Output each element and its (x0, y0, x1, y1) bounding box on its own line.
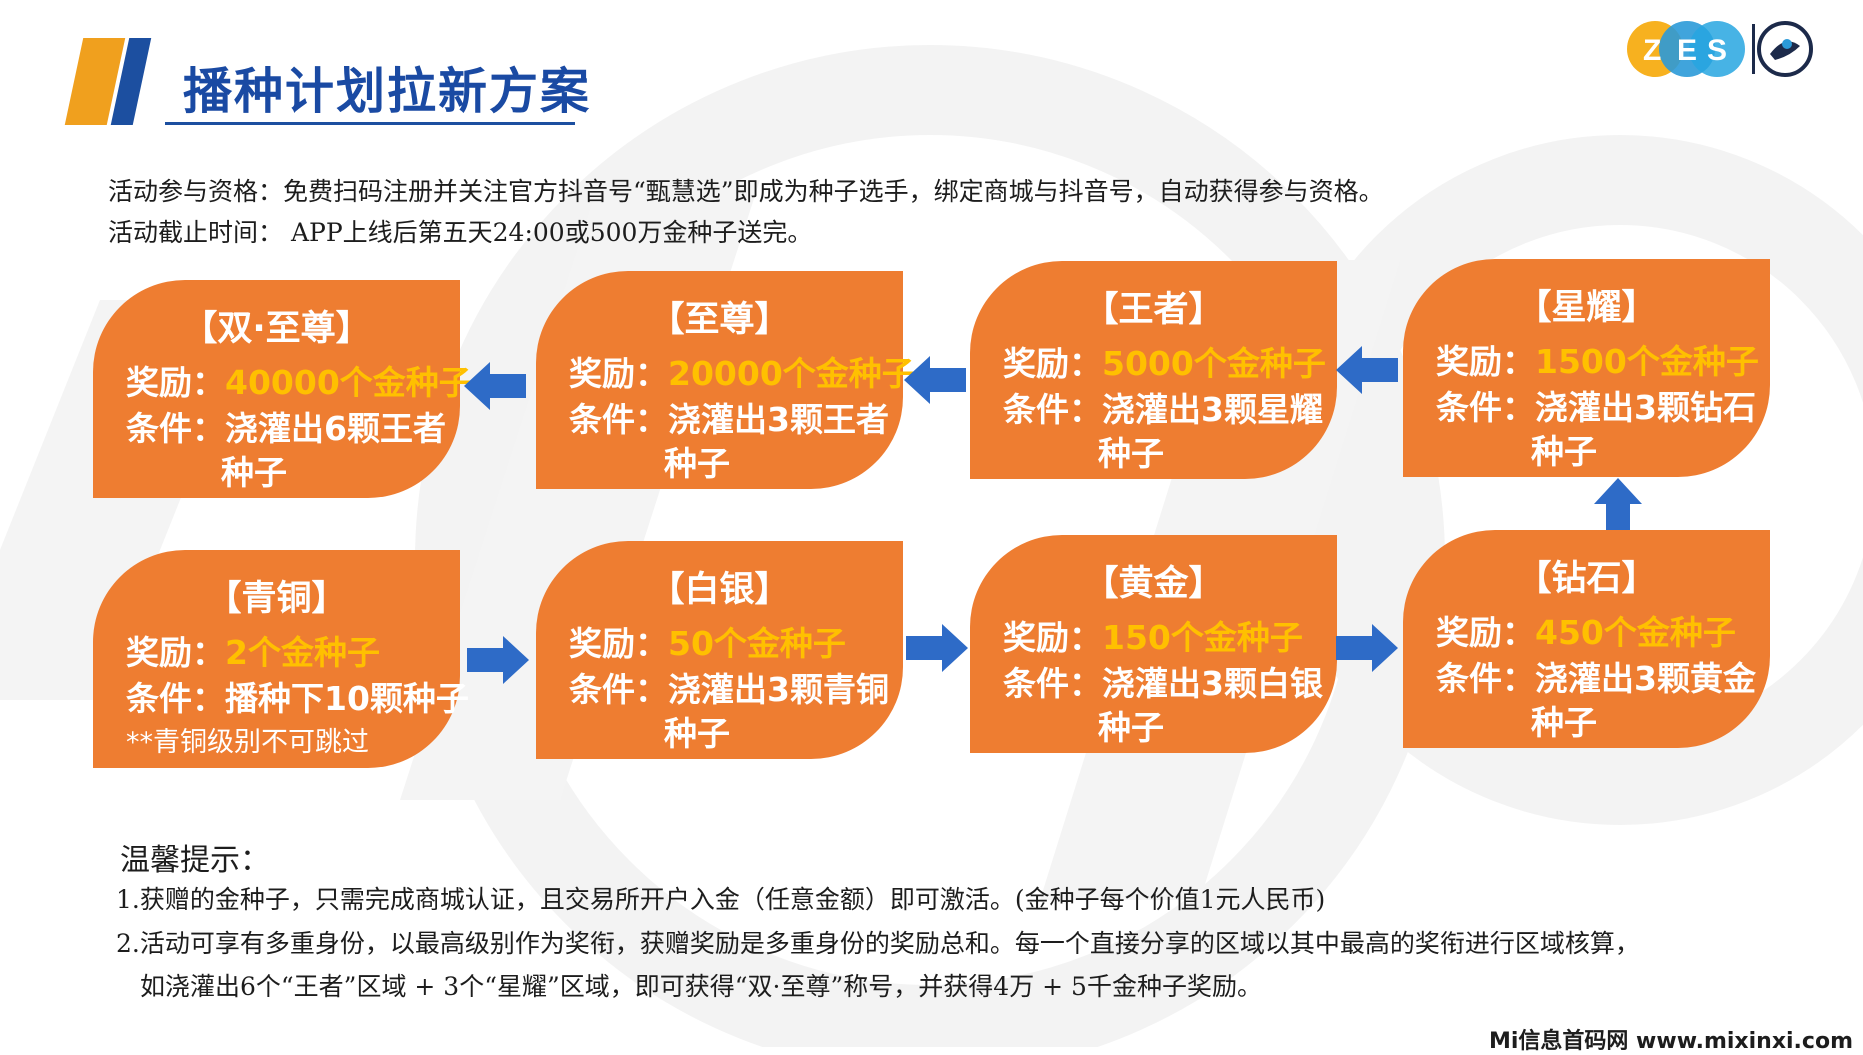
svg-text:S: S (1707, 34, 1727, 67)
condition-continued: 种子 (1531, 432, 1597, 471)
card-bronze: 【青铜】 奖励：2个金种子 条件：播种下10颗种子 **青铜级别不可跳过 (93, 550, 469, 768)
condition-row: 条件：播种下10颗种子 (126, 672, 469, 720)
reward-label: 奖励： (1003, 618, 1102, 657)
condition-row: 条件：浇灌出3颗黄金 (1436, 652, 1756, 700)
reward-value: 20000个金种子 (668, 354, 915, 393)
bronze-note: **青铜级别不可跳过 (126, 727, 369, 758)
card-supreme: 【至尊】 奖励：20000个金种子 条件：浇灌出3颗王者 种子 (536, 271, 915, 489)
condition-continued: 种子 (221, 453, 287, 492)
condition-row: 条件：浇灌出3颗钻石 (1436, 381, 1756, 429)
condition-continued: 种子 (664, 444, 730, 483)
card-title: 【青铜】 (206, 579, 347, 619)
condition-label: 条件： (1003, 390, 1102, 429)
arrow-left-icon (1336, 346, 1398, 394)
arrow-right-icon (1336, 624, 1398, 672)
zes-logo-icon: Z E S (1625, 16, 1815, 82)
condition-continued: 种子 (664, 714, 730, 753)
reward-row: 奖励：2个金种子 (126, 626, 380, 674)
reward-value: 450个金种子 (1535, 613, 1736, 652)
condition-value: 浇灌出3颗钻石 (1535, 388, 1756, 427)
condition-row: 条件：浇灌出3颗王者 (569, 393, 889, 441)
reward-value: 1500个金种子 (1535, 342, 1759, 381)
reward-value: 5000个金种子 (1102, 344, 1326, 383)
svg-text:Z: Z (1643, 34, 1661, 67)
card-title: 【星耀】 (1516, 288, 1657, 328)
card-title: 【黄金】 (1083, 564, 1224, 604)
card-silver: 【白银】 奖励：50个金种子 条件：浇灌出3颗青铜 种子 (536, 541, 903, 759)
card-title: 【白银】 (649, 570, 790, 610)
reward-value: 50个金种子 (668, 624, 846, 663)
deadline-text: 活动截止时间： APP上线后第五天24:00或500万金种子送完。 (108, 218, 813, 247)
card-double-supreme: 【双·至尊】 奖励：40000个金种子 条件：浇灌出6颗王者 种子 (93, 280, 472, 498)
card-diamond: 【钻石】 奖励：450个金种子 条件：浇灌出3颗黄金 种子 (1403, 530, 1770, 748)
condition-value: 浇灌出3颗青铜 (668, 670, 889, 709)
tip-line-2: 2.活动可享有多重身份，以最高级别作为奖衔，获赠奖励是多重身份的奖励总和。每一个… (116, 929, 1640, 958)
card-king: 【王者】 奖励：5000个金种子 条件：浇灌出3颗星耀 种子 (970, 261, 1337, 479)
reward-label: 奖励： (569, 624, 668, 663)
condition-continued: 种子 (1098, 434, 1164, 473)
reward-row: 奖励：450个金种子 (1436, 606, 1736, 654)
reward-label: 奖励： (569, 354, 668, 393)
arrow-left-icon (464, 362, 526, 410)
eligibility-text: 活动参与资格：免费扫码注册并关注官方抖音号“甄慧选”即成为种子选手，绑定商城与抖… (108, 177, 1384, 206)
condition-value: 浇灌出3颗白银 (1102, 664, 1323, 703)
condition-row: 条件：浇灌出3颗星耀 (1003, 383, 1323, 431)
arrow-right-icon (906, 624, 968, 672)
condition-value: 浇灌出6颗王者 (225, 409, 446, 448)
card-title: 【双·至尊】 (182, 309, 371, 349)
condition-continued: 种子 (1531, 703, 1597, 742)
tip-line-3: 如浇灌出6个“王者”区域 + 3个“星耀”区域，即可获得“双·至尊”称号，并获得… (140, 972, 1262, 1001)
card-star: 【星耀】 奖励：1500个金种子 条件：浇灌出3颗钻石 种子 (1403, 259, 1770, 477)
reward-label: 奖励： (126, 363, 225, 402)
reward-row: 奖励：1500个金种子 (1436, 335, 1759, 383)
card-gold: 【黄金】 奖励：150个金种子 条件：浇灌出3颗白银 种子 (970, 535, 1337, 753)
card-title: 【钻石】 (1516, 559, 1657, 599)
condition-label: 条件： (1436, 659, 1535, 698)
reward-label: 奖励： (1436, 613, 1535, 652)
reward-row: 奖励：40000个金种子 (126, 356, 472, 404)
title-underline (165, 122, 575, 125)
footer-watermark-text: Mi信息首码网 www.mixinxi.com (1488, 1029, 1853, 1054)
reward-label: 奖励： (1436, 342, 1535, 381)
condition-label: 条件： (1436, 388, 1535, 427)
condition-label: 条件： (569, 670, 668, 709)
reward-row: 奖励：150个金种子 (1003, 611, 1303, 659)
reward-label: 奖励： (126, 633, 225, 672)
condition-label: 条件： (126, 679, 225, 718)
condition-row: 条件：浇灌出3颗白银 (1003, 657, 1323, 705)
card-title: 【至尊】 (649, 300, 790, 340)
condition-label: 条件： (126, 409, 225, 448)
reward-row: 奖励：5000个金种子 (1003, 337, 1326, 385)
reward-value: 150个金种子 (1102, 618, 1303, 657)
reward-row: 奖励：20000个金种子 (569, 347, 915, 395)
condition-value: 浇灌出3颗黄金 (1535, 659, 1756, 698)
reward-value: 2个金种子 (225, 633, 380, 672)
condition-label: 条件： (1003, 664, 1102, 703)
card-title: 【王者】 (1083, 290, 1224, 330)
condition-value: 播种下10颗种子 (225, 679, 469, 718)
tips-heading: 温馨提示： (120, 843, 270, 878)
page-title: 播种计划拉新方案 (183, 63, 592, 120)
condition-row: 条件：浇灌出3颗青铜 (569, 663, 889, 711)
condition-label: 条件： (569, 400, 668, 439)
condition-value: 浇灌出3颗星耀 (1102, 390, 1323, 429)
tip-line-1: 1.获赠的金种子，只需完成商城认证，且交易所开户入金（任意金额）即可激活。(金种… (116, 885, 1326, 914)
svg-text:E: E (1677, 34, 1697, 67)
reward-value: 40000个金种子 (225, 363, 472, 402)
arrow-left-icon (904, 356, 966, 404)
reward-row: 奖励：50个金种子 (569, 617, 846, 665)
arrow-up-icon (1594, 478, 1642, 530)
reward-label: 奖励： (1003, 344, 1102, 383)
condition-value: 浇灌出3颗王者 (668, 400, 889, 439)
condition-continued: 种子 (1098, 708, 1164, 747)
condition-row: 条件：浇灌出6颗王者 (126, 402, 446, 450)
arrow-right-icon (467, 636, 529, 684)
